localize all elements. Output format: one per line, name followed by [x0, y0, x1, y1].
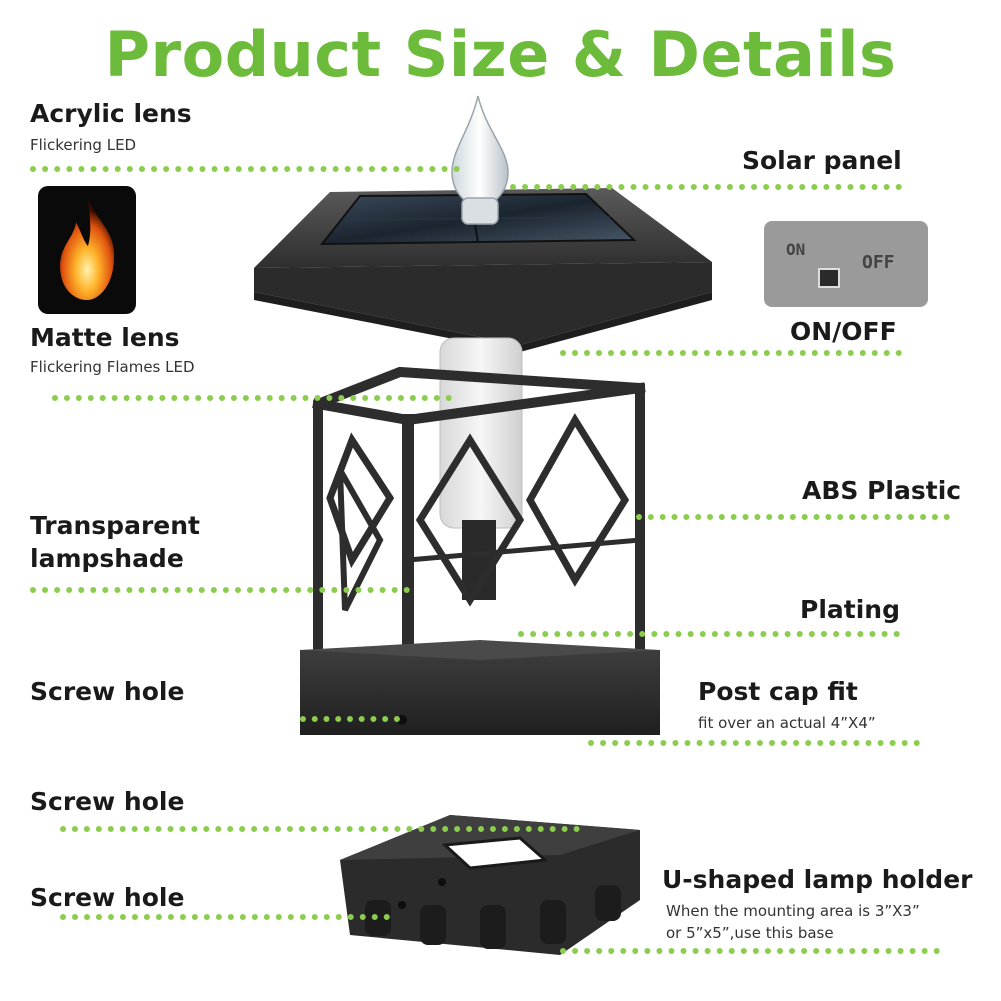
matte-lens-label: Matte lens: [30, 323, 180, 352]
page-title: Product Size & Details: [104, 18, 897, 91]
screw-hole-leader-2: [60, 826, 580, 832]
u-holder-sub-line1: When the mounting area is 3”X3”: [666, 902, 920, 920]
switch-image: [764, 221, 928, 307]
u-holder-label: U-shaped lamp holder: [662, 865, 973, 894]
u-holder-sub-line2: or 5”x5”,use this base: [666, 924, 834, 942]
screw-hole-label-3: Screw hole: [30, 883, 185, 912]
abs-plastic-leader: [636, 514, 950, 520]
solar-panel-leader: [510, 184, 902, 190]
transparent-leader: [30, 587, 410, 593]
abs-plastic-label: ABS Plastic: [802, 476, 962, 505]
u-shaped-holder: [340, 815, 640, 955]
matte-lens-sub: Flickering Flames LED: [30, 358, 195, 376]
acrylic-lens-sub: Flickering LED: [30, 136, 137, 154]
flame-icon: [60, 200, 115, 300]
post-cap-fit-label: Post cap fit: [698, 677, 858, 706]
screw-hole-leader-1: [300, 716, 400, 722]
switch-off-label: OFF: [862, 252, 895, 273]
acrylic-lens: [451, 95, 509, 225]
matte-lens-leader: [52, 395, 452, 401]
matte-lens: [439, 337, 523, 600]
switch-on-label: ON: [786, 240, 806, 259]
on-off-leader: [560, 350, 902, 356]
plating-leader: [518, 631, 900, 637]
flame-image: [38, 186, 136, 314]
toggle-switch-icon: [818, 268, 840, 288]
transparent-label-line1: Transparent: [30, 511, 200, 540]
u-holder-leader: [560, 948, 940, 954]
screw-hole-label-1: Screw hole: [30, 677, 185, 706]
acrylic-lens-leader: [30, 166, 460, 172]
screw-hole-label-2: Screw hole: [30, 787, 185, 816]
screw-hole-leader-3: [60, 914, 390, 920]
on-off-label: ON/OFF: [790, 317, 897, 346]
transparent-label-line2: lampshade: [30, 544, 184, 573]
acrylic-lens-label: Acrylic lens: [30, 99, 192, 128]
plating-label: Plating: [800, 595, 900, 624]
post-cap-fit-leader: [588, 740, 920, 746]
lamp-base: [300, 640, 660, 735]
solar-panel-label: Solar panel: [742, 146, 902, 175]
post-cap-fit-sub: fit over an actual 4”X4”: [698, 714, 876, 732]
